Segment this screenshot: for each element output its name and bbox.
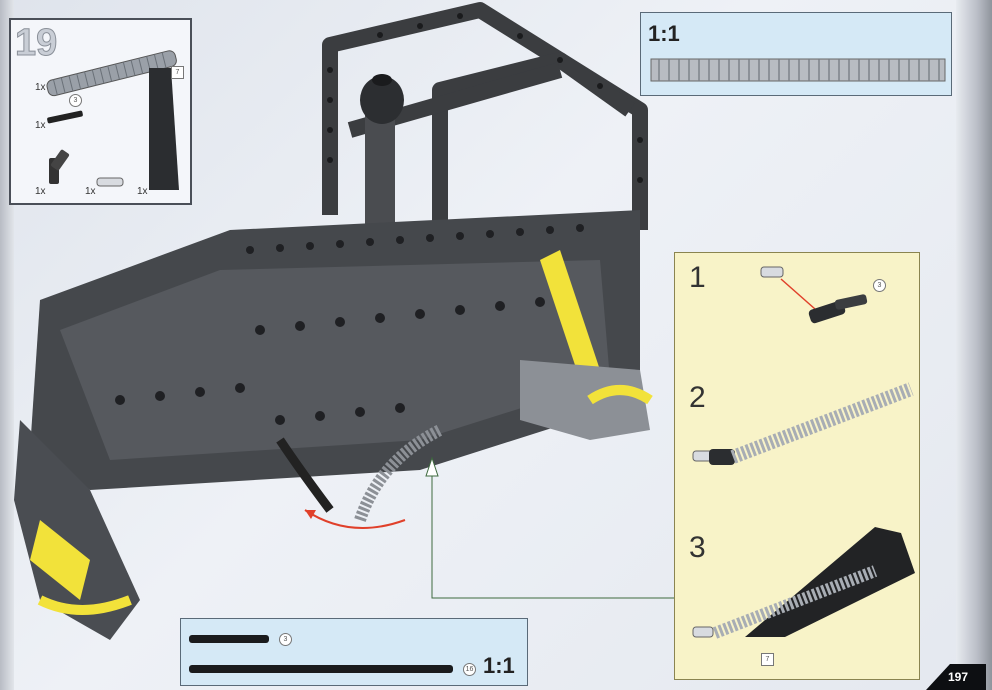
scale-box-top: 1:1	[640, 12, 952, 96]
scale-box-bottom: 3 16 1:1	[180, 618, 528, 686]
axle-pin-part	[96, 177, 124, 187]
axle-short-part	[47, 110, 83, 124]
substep-number-1: 1	[689, 261, 706, 294]
qty-black-panel: 1x	[137, 186, 148, 197]
substep-number-2: 2	[689, 381, 706, 414]
substep-illustrations	[692, 266, 915, 639]
substep-number-3: 3	[689, 531, 706, 564]
scale-ref-long: 16	[463, 663, 476, 676]
substep-1-assembly	[760, 266, 868, 324]
scale-label-top: 1:1	[648, 21, 680, 46]
qty-flex-axle: 1x	[35, 82, 46, 93]
scale-flex-axle	[650, 58, 946, 82]
flex-axle-part	[46, 50, 177, 97]
ref-black-panel: 7	[171, 66, 184, 79]
step-number: 19	[14, 22, 58, 65]
scale-axles	[189, 635, 453, 673]
qty-axle-pin: 1x	[85, 186, 96, 197]
scale-axle-long	[189, 665, 453, 673]
substep-1-ref: 3	[873, 279, 886, 292]
qty-axle-short: 1x	[35, 120, 46, 131]
scale-label-bottom: 1:1	[483, 653, 515, 678]
scale-ref-short: 3	[279, 633, 292, 646]
substep-3-assembly	[692, 527, 915, 639]
qty-angle-connector: 1x	[35, 186, 46, 197]
substep-2-assembly	[692, 382, 914, 465]
substeps-box: 1 2 3 3 7	[674, 252, 920, 680]
black-panel-part	[149, 68, 179, 190]
angle-connector-part	[49, 149, 70, 184]
substep-3-ref: 7	[761, 653, 774, 666]
parts-list-box: 19 1x 1x 3 1x 1x 1x 7	[9, 18, 192, 205]
ref-axle-short: 3	[69, 94, 82, 107]
page-edge	[956, 0, 992, 690]
parts-illustration	[46, 50, 179, 190]
scale-axle-short	[189, 635, 269, 643]
